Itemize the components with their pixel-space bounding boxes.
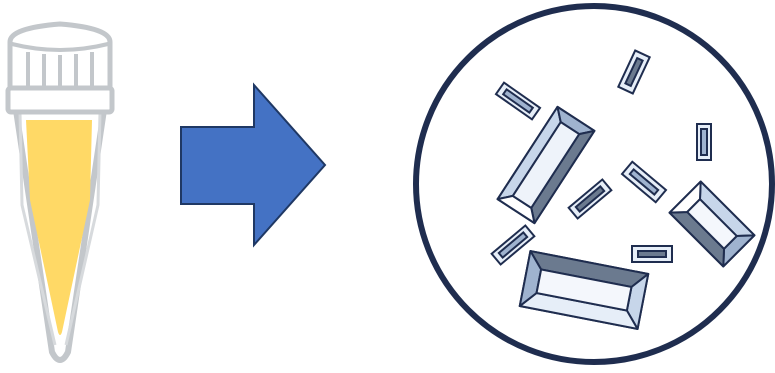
crystal-small — [632, 246, 672, 262]
tube-icon — [8, 24, 112, 360]
crystal-small — [697, 124, 711, 160]
right-arrow-icon — [181, 85, 325, 245]
crystals-circle-icon — [416, 6, 772, 362]
tube-collar — [8, 88, 112, 112]
tube-liquid — [26, 120, 92, 335]
